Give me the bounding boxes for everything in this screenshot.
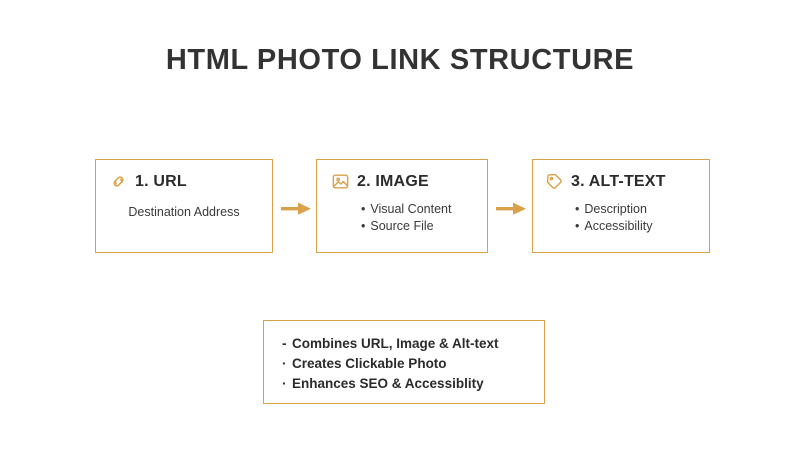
step-body: • Visual Content • Source File — [317, 201, 487, 235]
step-body: • Description • Accessibility — [533, 201, 709, 235]
bullet-icon: • — [575, 202, 580, 216]
step-detail-text: Source File — [370, 219, 434, 233]
summary-item: -Combines URL, Image & Alt-text — [282, 334, 544, 354]
step-box-url: 1. URL Destination Address — [95, 159, 273, 253]
summary-item: · Creates Clickable Photo — [282, 354, 544, 374]
step-detail-text: Description — [584, 202, 647, 216]
summary-box: -Combines URL, Image & Alt-text · Creates… — [263, 320, 545, 404]
step-header: 2. IMAGE — [331, 172, 487, 191]
step-detail-text: Accessibility — [584, 219, 653, 233]
summary-item-text: Creates Clickable Photo — [292, 356, 447, 371]
summary-item-text: Enhances SEO & Accessiblity — [292, 376, 484, 391]
step-detail-line: • Description — [575, 201, 709, 218]
page-title: HTML PHOTO LINK STRUCTURE — [165, 44, 635, 76]
step-box-image: 2. IMAGE • Visual Content • Source File — [316, 159, 488, 253]
tag-icon — [545, 172, 564, 191]
bullet-icon: · — [282, 356, 287, 371]
summary-item: · Enhances SEO & Accessiblity — [282, 374, 544, 394]
step-title: 2. IMAGE — [357, 172, 429, 190]
bullet-icon: · — [282, 376, 287, 391]
step-detail-line: • Accessibility — [575, 218, 709, 235]
image-icon — [331, 172, 350, 191]
arrow-right-icon — [281, 200, 313, 218]
arrow-right-icon — [496, 200, 528, 218]
summary-list: -Combines URL, Image & Alt-text · Creates… — [264, 321, 544, 394]
step-box-alt-text: 3. ALT-TEXT • Description • Accessibility — [532, 159, 710, 253]
step-header: 3. ALT-TEXT — [545, 172, 709, 191]
link-icon — [109, 172, 128, 191]
step-detail-line: • Visual Content — [361, 201, 487, 218]
bullet-icon: • — [575, 219, 580, 233]
step-detail-line: Destination Address — [128, 205, 240, 219]
step-title: 3. ALT-TEXT — [571, 172, 666, 190]
step-title: 1. URL — [135, 172, 187, 190]
bullet-icon: • — [361, 202, 366, 216]
step-detail-line: • Source File — [361, 218, 487, 235]
step-detail-text: Visual Content — [370, 202, 452, 216]
summary-item-text: Combines URL, Image & Alt-text — [292, 336, 499, 351]
step-body: Destination Address — [96, 204, 272, 221]
bullet-icon: - — [282, 336, 287, 351]
bullet-icon: • — [361, 219, 366, 233]
step-header: 1. URL — [109, 172, 272, 191]
